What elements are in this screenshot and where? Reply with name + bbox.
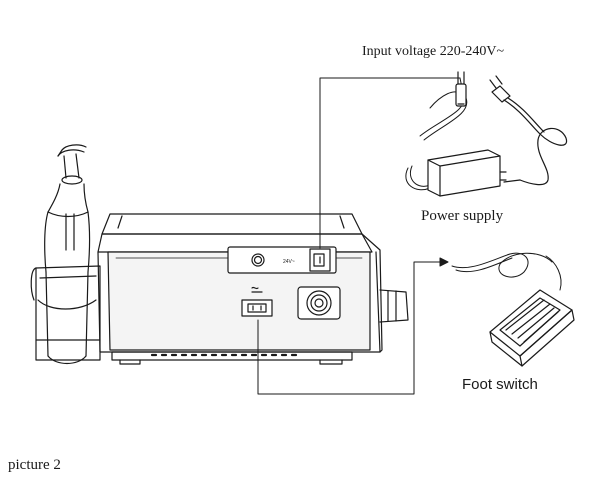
mains-plug bbox=[489, 75, 568, 186]
panel-rating-label: 24V~ bbox=[283, 259, 295, 265]
figure-caption: picture 2 bbox=[8, 457, 61, 473]
input-plug bbox=[455, 71, 467, 107]
handpiece bbox=[44, 144, 91, 365]
handpiece-holder bbox=[30, 265, 101, 361]
main-unit bbox=[97, 213, 409, 365]
footswitch-cable bbox=[257, 252, 562, 395]
foot-pedal bbox=[489, 289, 575, 367]
power-supply-label: Power supply bbox=[421, 208, 504, 224]
input-voltage-label: Input voltage 220-240V~ bbox=[362, 44, 505, 59]
foot-switch-label: Foot switch bbox=[462, 376, 538, 393]
power-supply-brick bbox=[427, 149, 507, 197]
